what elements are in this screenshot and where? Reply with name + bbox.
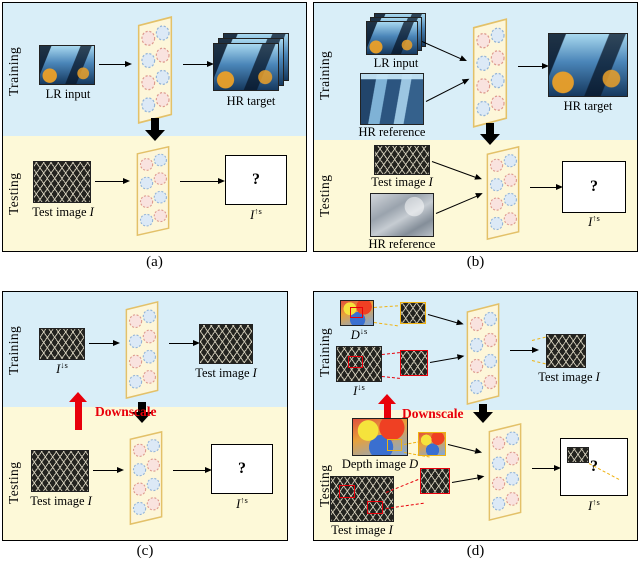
panel-d: Training Testing D↓s I↓s Test image I Do… xyxy=(313,291,638,541)
lr-input-image xyxy=(39,45,95,85)
image-patch xyxy=(400,350,428,376)
lr-input-label: LR input xyxy=(373,56,419,70)
arrow-network-to-output xyxy=(510,346,539,353)
downscale-label: Downscale xyxy=(95,404,157,419)
reconstructed-patch xyxy=(546,334,586,368)
hr-target-label: HR target xyxy=(226,94,276,108)
arrow-network-to-output xyxy=(173,466,212,473)
test-image-label: Test image I xyxy=(32,205,94,219)
output-box: ? xyxy=(225,155,287,205)
arrow-lrinput-to-network xyxy=(99,60,132,67)
arrow-network-to-target xyxy=(183,60,214,67)
panel-c: Training Testing I↓s Test image I Downsc… xyxy=(2,291,288,541)
test-image xyxy=(374,145,430,175)
arrow-network-to-target xyxy=(518,62,549,69)
hr-reference-label: HR reference xyxy=(358,125,426,139)
test-image-label: Test image I xyxy=(371,175,433,189)
testing-axis-label: Testing xyxy=(6,461,21,505)
crop-box xyxy=(387,439,402,451)
downscaled-image-label: I↓s xyxy=(353,381,365,398)
network-icon xyxy=(119,300,165,400)
downscaled-image-label: I↓s xyxy=(56,359,68,376)
hr-target-image xyxy=(213,43,279,91)
caption-d: (d) xyxy=(466,543,485,559)
network-icon xyxy=(466,17,514,129)
downscaled-depth-image xyxy=(340,300,374,326)
output-box: ? xyxy=(562,161,626,213)
network-icon xyxy=(480,145,526,241)
train-to-test-arrow xyxy=(132,402,152,423)
depth-patch xyxy=(400,302,426,324)
arrow-network-to-output xyxy=(532,464,561,471)
crop-box xyxy=(367,501,383,514)
train-to-test-arrow xyxy=(473,404,493,423)
training-axis-label: Training xyxy=(317,50,332,100)
lr-input-image xyxy=(366,21,418,55)
output-label: I↑s xyxy=(588,212,600,229)
arrow-network-to-output xyxy=(169,339,200,346)
panel-b: Training Testing LR input HR reference H… xyxy=(313,2,638,252)
test-image xyxy=(330,476,394,522)
arrow-downscaled-to-network xyxy=(89,339,120,346)
hr-reference-test-image xyxy=(370,193,434,237)
hr-reference-test-label: HR reference xyxy=(368,237,436,251)
reconstructed-test-image xyxy=(199,324,253,364)
depth-image xyxy=(352,418,408,456)
hr-reference-image xyxy=(360,73,424,125)
downscaled-image xyxy=(336,346,382,382)
output-patch xyxy=(567,447,589,463)
caption-b: (b) xyxy=(466,254,485,270)
caption-a: (a) xyxy=(146,254,163,270)
output-box: ? xyxy=(211,444,273,494)
network-icon xyxy=(460,302,506,406)
output-box: ? xyxy=(560,438,628,496)
image-patch xyxy=(420,468,450,494)
testing-axis-label: Testing xyxy=(6,172,21,216)
training-axis-label: Training xyxy=(6,325,21,375)
output-label: I↑s xyxy=(250,205,262,222)
network-icon xyxy=(482,422,528,522)
arrow-network-to-output xyxy=(530,183,563,190)
test-image-label: Test image I xyxy=(30,494,92,508)
caption-c: (c) xyxy=(136,543,154,559)
downscale-label: Downscale xyxy=(402,406,464,421)
panel-a: Training Testing LR input HR target Test… xyxy=(2,2,307,252)
downscale-arrow xyxy=(69,392,87,430)
network-icon xyxy=(123,430,169,526)
testing-axis-label: Testing xyxy=(317,174,332,218)
train-to-test-arrow xyxy=(480,123,500,145)
test-image-label: Test image I xyxy=(331,523,393,537)
crop-box xyxy=(348,356,363,368)
depth-patch xyxy=(418,432,446,456)
crop-box xyxy=(339,485,355,498)
downscaled-image xyxy=(39,328,85,360)
network-icon xyxy=(130,145,176,237)
hr-target-label: HR target xyxy=(563,99,613,113)
training-axis-label: Training xyxy=(317,327,332,377)
lr-input-label: LR input xyxy=(45,87,91,101)
reconstructed-patch-label: Test image I xyxy=(538,370,600,384)
training-axis-label: Training xyxy=(6,46,21,96)
train-to-test-arrow xyxy=(145,118,165,141)
arrow-network-to-output xyxy=(180,177,225,184)
test-image xyxy=(33,161,91,203)
crop-box xyxy=(350,307,363,318)
arrow-testimage-to-network xyxy=(95,177,130,184)
downscaled-depth-label: D↓s xyxy=(350,325,368,342)
output-label: I↑s xyxy=(236,494,248,511)
test-image xyxy=(31,450,89,492)
depth-image-label: Depth image D xyxy=(341,457,419,471)
hr-target-image xyxy=(548,33,628,97)
network-icon xyxy=(131,15,179,125)
reconstructed-test-label: Test image I xyxy=(195,366,257,380)
output-label: I↑s xyxy=(588,496,600,513)
arrow-testimage-to-network xyxy=(93,466,124,473)
